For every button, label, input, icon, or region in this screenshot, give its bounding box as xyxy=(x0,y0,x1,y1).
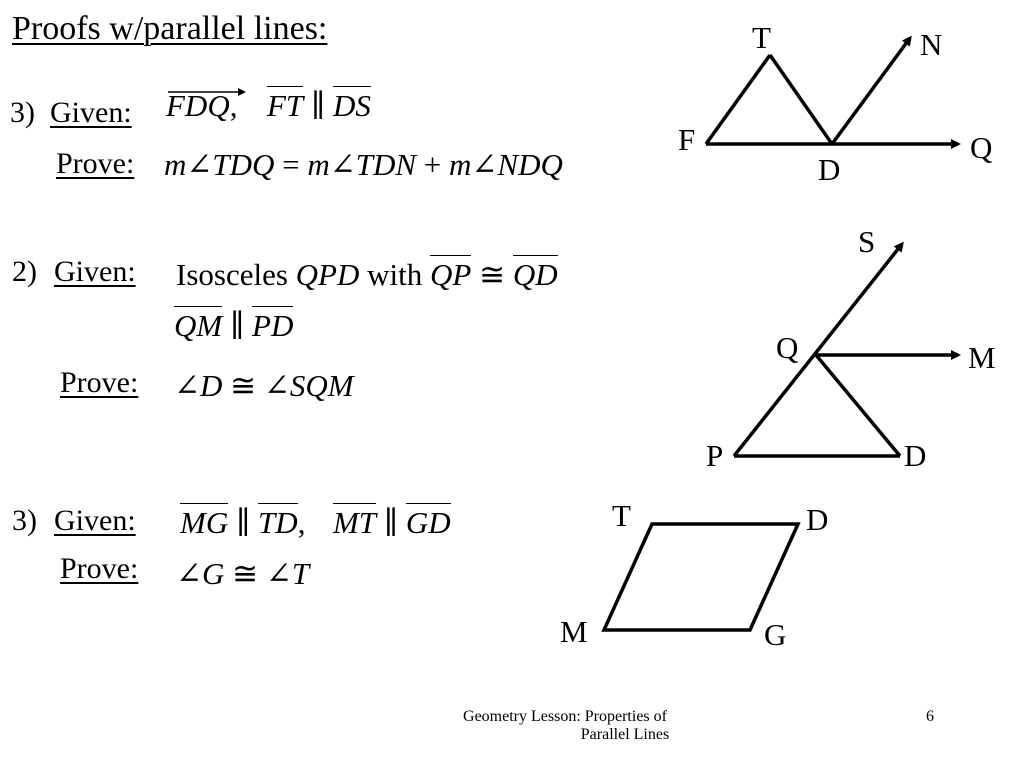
problem-b-prove: ∠D ≅ ∠SQM xyxy=(174,368,354,404)
problem-a-prove: m∠TDQ = m∠TDN + m∠NDQ xyxy=(164,147,563,183)
problem-b-given-line2: QM ∥ PD xyxy=(174,306,294,344)
isosceles-word: Isosceles xyxy=(176,257,288,292)
page-number: 6 xyxy=(926,708,934,725)
point-d-label: D xyxy=(818,152,840,187)
ray-dn xyxy=(830,35,912,146)
angle-ndq: ∠NDQ xyxy=(471,147,563,182)
measure-m: m xyxy=(449,147,472,182)
segment-mg: MG xyxy=(180,503,229,540)
congruent-symbol: ≅ xyxy=(232,556,259,591)
point-d-label: D xyxy=(904,438,926,473)
congruent-symbol: ≅ xyxy=(230,368,257,403)
congruent-symbol: ≅ xyxy=(479,257,506,292)
slide-title: Proofs w/parallel lines: xyxy=(12,10,328,47)
angle-t: ∠T xyxy=(265,556,310,591)
point-q-label: Q xyxy=(970,130,992,165)
problem-c-given: MG ∥ TD, MT ∥ GD xyxy=(180,503,451,541)
given-seg-ft: FT xyxy=(266,86,304,123)
point-d-label: D xyxy=(806,502,828,537)
angle-g: ∠G xyxy=(176,556,225,591)
segment-gd: GD xyxy=(405,503,451,540)
problem-c-number: 3) xyxy=(12,504,37,537)
problem-c-prove: ∠G ≅ ∠T xyxy=(176,556,309,592)
point-t-label: T xyxy=(752,20,771,55)
segment-qp: QP xyxy=(430,255,472,292)
parallelogram-tdgm xyxy=(601,522,801,632)
measure-m: m xyxy=(164,147,187,182)
segment-qd: QD xyxy=(512,255,558,292)
point-q-label: Q xyxy=(776,330,798,365)
ray-arrow-icon xyxy=(168,88,246,96)
segment-ft xyxy=(704,53,772,146)
equals-sign: = xyxy=(282,147,300,182)
problem-c-given-label: Given: xyxy=(54,504,136,537)
angle-d: ∠D xyxy=(174,368,223,403)
point-n-label: N xyxy=(920,27,942,62)
angle-sqm: ∠SQM xyxy=(263,368,354,403)
problem-b-number: 2) xyxy=(12,255,37,288)
parallel-symbol: ∥ xyxy=(235,505,251,540)
footer-line-1: Geometry Lesson: Properties of xyxy=(463,708,667,725)
parallel-symbol: ∥ xyxy=(383,505,399,540)
segment-pd: PD xyxy=(252,306,294,343)
given-comma: , xyxy=(297,505,306,540)
problem-b-given-label: Given: xyxy=(54,255,136,288)
point-m-label: M xyxy=(968,340,996,375)
plus-sign: + xyxy=(423,147,442,182)
given-ray-fdq: FDQ xyxy=(166,88,230,123)
point-p-label: P xyxy=(706,438,723,473)
problem-a-given-label: Given: xyxy=(50,96,132,129)
angle-tdn: ∠TDN xyxy=(329,147,417,182)
segment-qm: QM xyxy=(174,306,223,343)
problem-a-given: FDQ , FT ∥ DS xyxy=(166,86,371,124)
parallel-symbol: ∥ xyxy=(310,88,326,123)
problem-c-prove-label: Prove: xyxy=(60,552,139,585)
measure-m: m xyxy=(307,147,330,182)
point-s-label: S xyxy=(858,224,875,259)
segment-td: TD xyxy=(258,503,298,540)
triangle-qpd: QPD xyxy=(295,257,360,292)
with-word: with xyxy=(367,257,423,292)
given-seg-ds: DS xyxy=(332,86,371,123)
point-g-label: G xyxy=(764,617,786,652)
ray-ps xyxy=(732,241,904,458)
point-t-label: T xyxy=(612,498,631,533)
segment-qd xyxy=(814,353,902,458)
point-f-label: F xyxy=(678,122,695,157)
problem-b-given-line1: Isosceles QPD with QP ≅ QD xyxy=(176,255,558,293)
parallel-symbol: ∥ xyxy=(229,308,245,343)
segment-mt: MT xyxy=(332,503,377,540)
problem-b-prove-label: Prove: xyxy=(60,366,139,399)
angle-tdq: ∠TDQ xyxy=(186,147,275,182)
footer-text: Geometry Lesson: Properties of Parallel … xyxy=(420,708,710,744)
point-m-label: M xyxy=(560,614,588,649)
problem-a-prove-label: Prove: xyxy=(56,147,135,180)
footer-line-2: Parallel Lines xyxy=(580,726,670,743)
segment-td xyxy=(768,53,834,146)
given-comma: , xyxy=(229,88,238,123)
problem-a-number: 3) xyxy=(10,96,35,129)
